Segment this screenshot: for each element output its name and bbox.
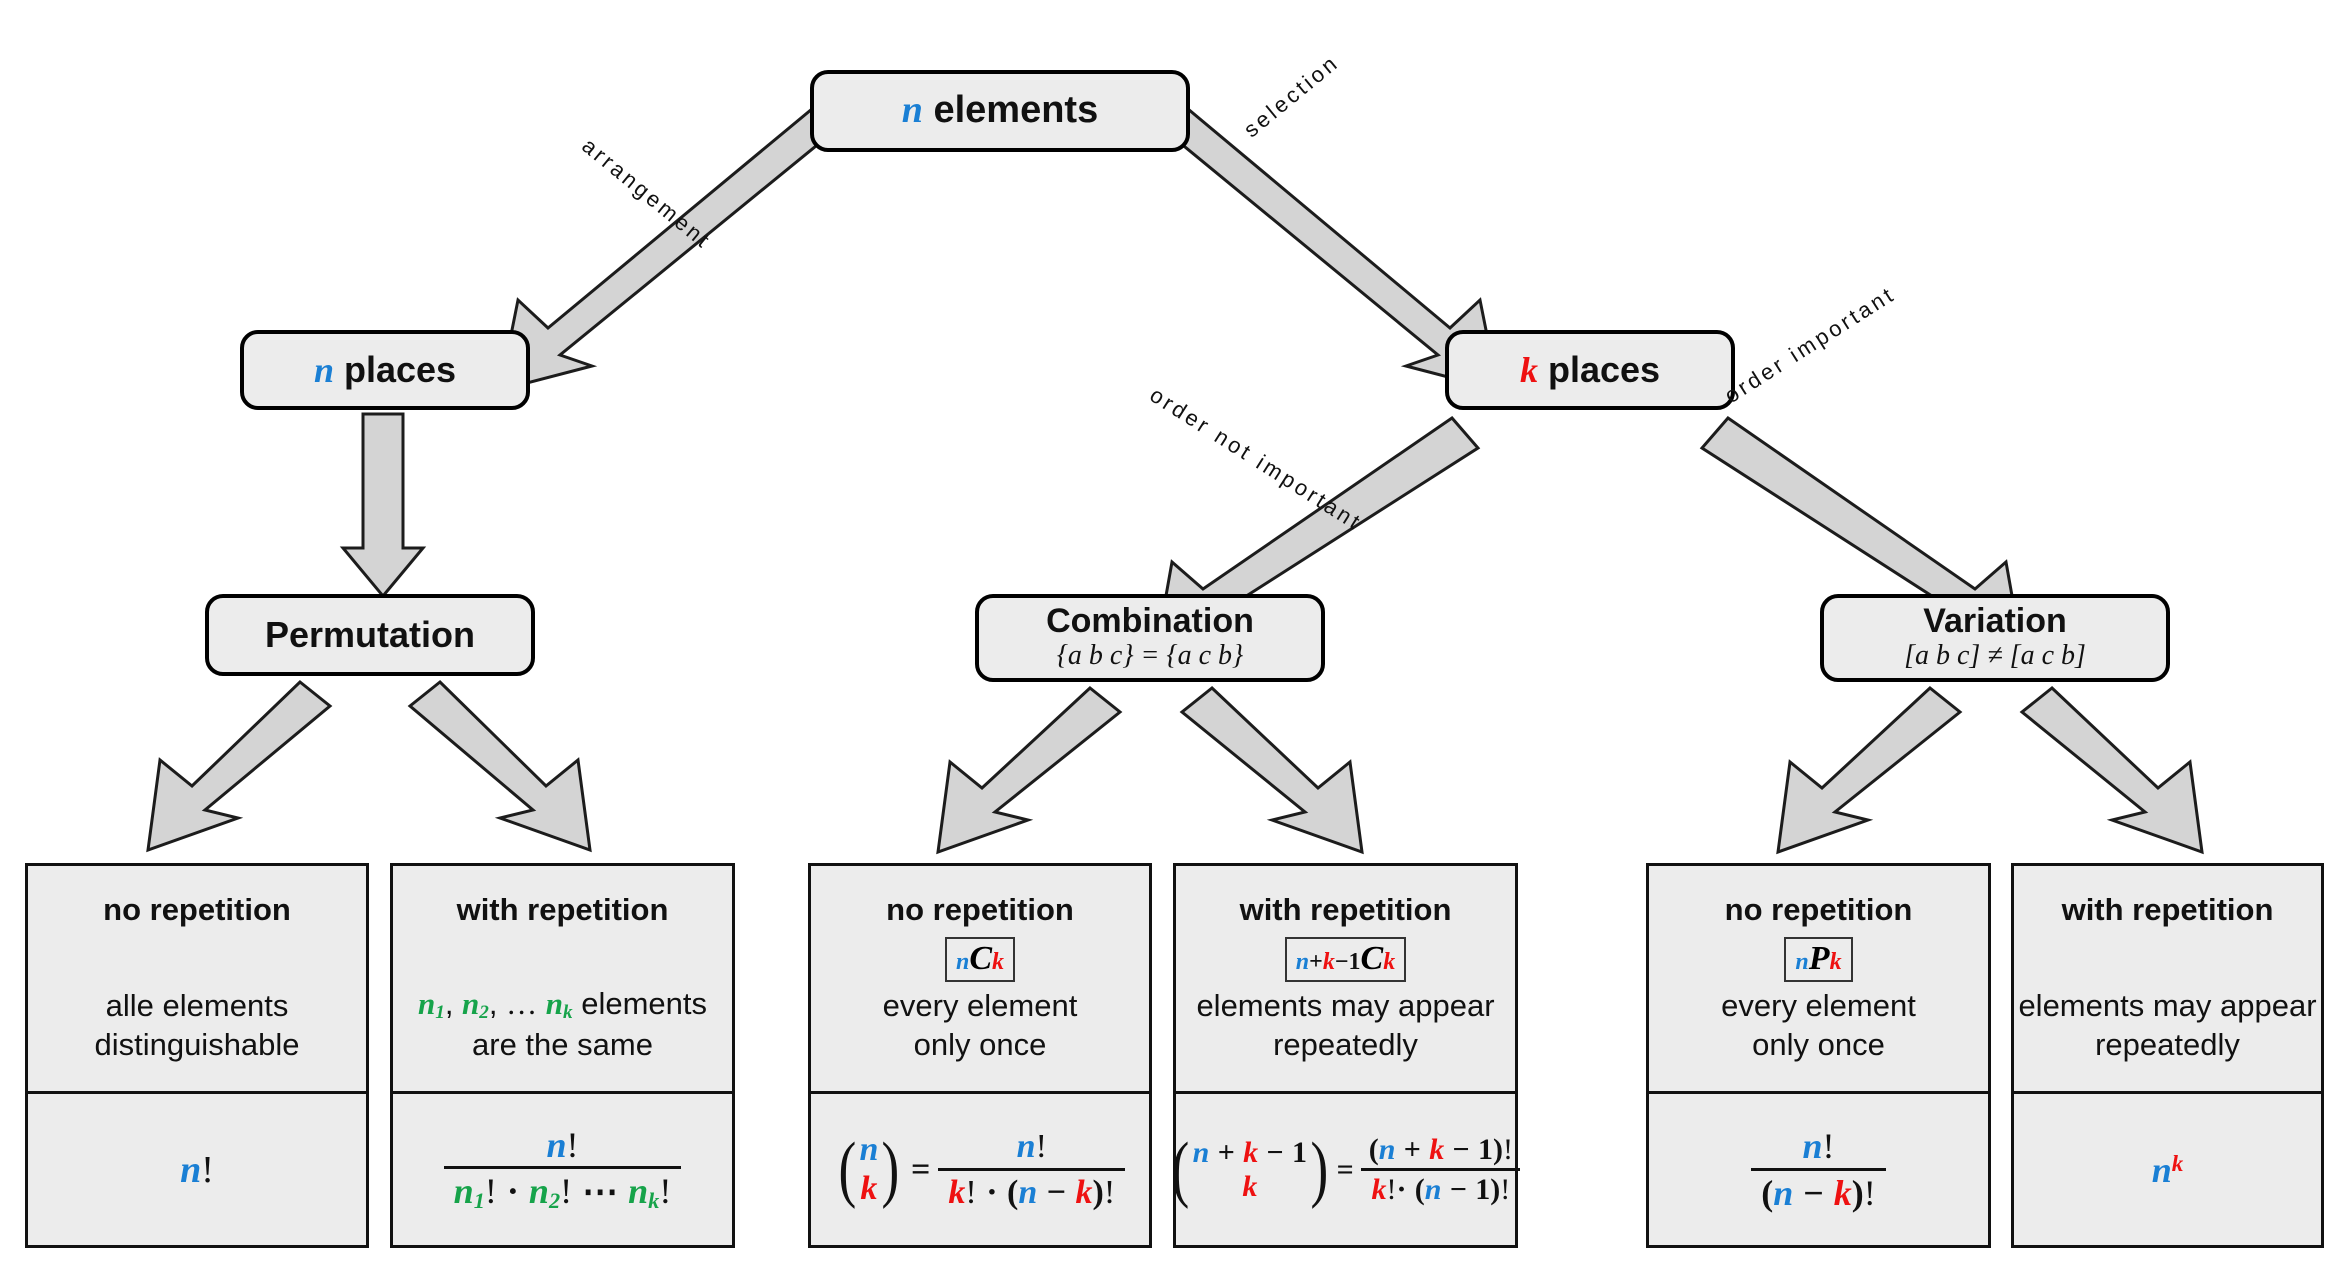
- notation-nCk: nCk: [944, 937, 1016, 982]
- node-permutation[interactable]: Permutation: [205, 594, 535, 676]
- leaf-permutation-no-repetition[interactable]: no repetition alle elements distinguisha…: [25, 863, 369, 1248]
- leaf-top: no repetition alle elements distinguisha…: [28, 866, 366, 1094]
- leaf-description: every element only once: [883, 986, 1078, 1065]
- formula-falling-factorial: n! (n − k)!: [1751, 1127, 1886, 1212]
- node-combination-title: Combination: [1046, 601, 1254, 640]
- node-permutation-title: Permutation: [264, 614, 476, 656]
- node-variation-subtitle: [a b c] ≠ [a c b]: [1904, 640, 2086, 672]
- arrow-n-places-to-permutation: [339, 412, 427, 599]
- leaf-description-line2: distinguishable: [94, 1027, 300, 1063]
- leaf-header: no repetition: [1724, 892, 1913, 927]
- node-n-places-label: n places: [313, 348, 457, 390]
- leaf-formula: n!: [28, 1094, 366, 1245]
- variable-n: n: [901, 89, 923, 132]
- leaf-combination-with-repetition[interactable]: with repetition n+k−1Ck elements may app…: [1171, 863, 1521, 1248]
- leaf-description: every element only once: [1721, 986, 1916, 1065]
- variable-n: n: [313, 349, 334, 390]
- node-n-places[interactable]: n places: [240, 330, 530, 410]
- edge-label-arrangement: arrangement: [577, 132, 717, 255]
- arrow-combination-to-leaf3: [936, 686, 1123, 855]
- arrow-permutation-to-leaf1: [146, 680, 333, 853]
- formula-n-factorial: n!: [180, 1148, 214, 1191]
- leaf-description-line2: are the same: [472, 1027, 653, 1063]
- leaf-header: with repetition: [2061, 892, 2274, 927]
- node-k-places-label: k places: [1519, 348, 1661, 390]
- leaf-description-line1: n1, n2, … nk elements: [417, 985, 708, 1023]
- leaf-description-line2: repeatedly: [2095, 1027, 2240, 1063]
- arrow-combination-to-leaf4: [1179, 686, 1364, 855]
- leaf-description-line1: elements may appear: [2018, 987, 2317, 1023]
- leaf-permutation-with-repetition[interactable]: with repetition n1, n2, … nk elements ar…: [390, 863, 735, 1248]
- arrow-root-to-n-places: [498, 101, 841, 393]
- leaf-description: elements may appear repeatedly: [2018, 986, 2316, 1065]
- leaf-description-line2: repeatedly: [1273, 1027, 1418, 1063]
- leaf-variation-with-repetition[interactable]: with repetition elements may appear repe…: [2011, 863, 2324, 1248]
- leaf-description-line2: only once: [913, 1027, 1047, 1063]
- node-n-places-text: places: [343, 348, 457, 390]
- leaf-top: no repetition nPk every element only onc…: [1649, 866, 1988, 1094]
- leaf-description: alle elements distinguishable: [94, 986, 299, 1065]
- leaf-top: with repetition n+k−1Ck elements may app…: [1176, 866, 1515, 1094]
- leaf-description-line1: every element: [882, 987, 1078, 1023]
- leaf-description-line1: elements may appear: [1196, 987, 1495, 1023]
- node-k-places-text: places: [1547, 348, 1661, 390]
- node-combination-subtitle: {a b c} = {a c b}: [1056, 640, 1244, 672]
- leaf-formula: nk: [2014, 1094, 2321, 1245]
- leaf-header: no repetition: [886, 892, 1074, 927]
- notation-n-plus-k-minus-1-C-k: n+k−1Ck: [1284, 937, 1407, 982]
- leaf-top: with repetition n1, n2, … nk elements ar…: [393, 866, 732, 1094]
- leaf-description-line1: alle elements: [105, 987, 289, 1023]
- leaf-header: with repetition: [456, 892, 669, 927]
- leaf-description-line2: only once: [1752, 1027, 1885, 1063]
- node-variation-title: Variation: [1923, 601, 2067, 640]
- leaf-formula: n! n1! · n2! ⋯ nk!: [393, 1094, 732, 1245]
- node-variation[interactable]: Variation [a b c] ≠ [a c b]: [1820, 594, 2170, 682]
- node-n-elements-label: n elements: [901, 89, 1099, 132]
- leaf-combination-no-repetition[interactable]: no repetition nCk every element only onc…: [808, 863, 1152, 1248]
- edge-label-selection: selection: [1238, 49, 1344, 143]
- leaf-top: no repetition nCk every element only onc…: [811, 866, 1149, 1094]
- arrow-variation-to-leaf6: [2019, 686, 2204, 855]
- leaf-formula: n! (n − k)!: [1649, 1094, 1988, 1245]
- leaf-header: no repetition: [103, 892, 291, 927]
- edge-label-order-important: order important: [1720, 281, 1900, 409]
- formula-n-power-k: nk: [2151, 1149, 2184, 1190]
- node-n-elements-text: elements: [933, 89, 1099, 132]
- leaf-variation-no-repetition[interactable]: no repetition nPk every element only onc…: [1646, 863, 1991, 1248]
- variable-k: k: [1519, 349, 1538, 390]
- leaf-description: elements may appear repeatedly: [1196, 986, 1494, 1065]
- node-k-places[interactable]: k places: [1445, 330, 1735, 410]
- leaf-description: n1, n2, … nk elements are the same: [418, 984, 707, 1065]
- formula-multiset-permutation: n! n1! · n2! ⋯ nk!: [443, 1126, 682, 1213]
- leaf-header: with repetition: [1239, 892, 1452, 927]
- node-combination[interactable]: Combination {a b c} = {a c b}: [975, 594, 1325, 682]
- notation-nPk: nPk: [1784, 937, 1853, 982]
- edge-label-order-not-important: order not important: [1145, 382, 1368, 536]
- node-n-elements[interactable]: n elements: [810, 70, 1190, 152]
- leaf-top: with repetition elements may appear repe…: [2014, 866, 2321, 1094]
- leaf-description-line1: every element: [1721, 987, 1916, 1023]
- arrow-permutation-to-leaf2: [407, 679, 592, 853]
- arrow-variation-to-leaf5: [1776, 686, 1963, 855]
